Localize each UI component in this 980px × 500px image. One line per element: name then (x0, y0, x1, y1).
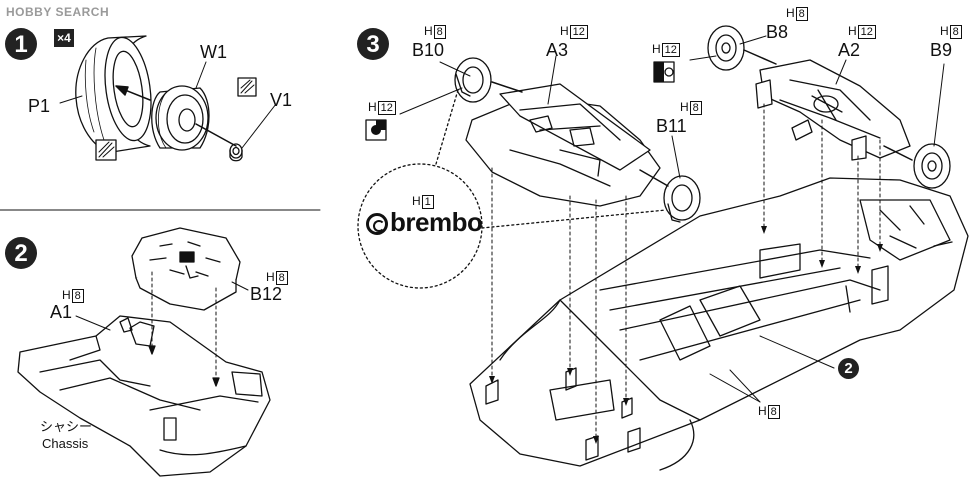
step-2-reference-badge: 2 (838, 358, 859, 379)
brembo-logo-icon (366, 213, 388, 235)
part-label-a1: A1 (50, 302, 73, 322)
dashed-guides-step3 (491, 103, 881, 437)
brembo-decal: brembo (366, 207, 483, 238)
chassis-label-jp: シャシー (40, 419, 93, 434)
part-label-b11: B11 (656, 116, 687, 136)
leader-lines-step3 (399, 35, 945, 403)
chassis-step3 (469, 177, 969, 471)
arrows-step3 (491, 49, 913, 187)
step-1-badge: 1 (5, 28, 37, 60)
watermark-text: SEARCH (55, 5, 110, 19)
step-3-badge: 3 (357, 28, 389, 60)
brake-disc-b8 (707, 25, 745, 71)
quantity-badge: ×4 (54, 29, 74, 47)
part-label-a2: A2 (838, 40, 861, 60)
glue-icon-lower-left (95, 139, 117, 161)
part-b12 (131, 227, 241, 311)
cap-v1 (229, 143, 243, 162)
color-chip-right (653, 61, 675, 83)
part-label-b9: B9 (930, 40, 953, 60)
part-label-b12: B12 (250, 284, 283, 304)
chassis-step2 (17, 315, 271, 477)
part-label-a3: A3 (546, 40, 569, 60)
hobby-search-watermark: HOBBY SEARCH (6, 5, 109, 19)
step-2-badge: 2 (5, 237, 37, 269)
part-label-b10: B10 (412, 40, 445, 60)
part-label-v1: V1 (270, 90, 293, 110)
part-label-p1: P1 (28, 96, 51, 116)
rear-subframe-a2 (755, 59, 911, 161)
part-label-w1: W1 (200, 42, 227, 62)
arrows-step2 (151, 271, 217, 379)
brake-disc-b9 (913, 143, 951, 189)
watermark-logo: HOBBY (6, 5, 52, 19)
tire-p1 (75, 35, 152, 153)
front-subframe-a3 (465, 83, 661, 207)
brake-disc-b10 (454, 57, 492, 103)
chassis-label-en: Chassis (42, 436, 89, 451)
callout-circle-brembo (357, 89, 667, 289)
glue-icon-upper-right (237, 77, 257, 97)
brake-disc-b11 (663, 175, 701, 223)
color-chip-left (365, 119, 387, 141)
arrows-step1 (115, 85, 237, 147)
part-label-b8: B8 (766, 22, 789, 42)
guide-arrowheads (489, 226, 883, 444)
wheel-w1 (151, 85, 210, 151)
